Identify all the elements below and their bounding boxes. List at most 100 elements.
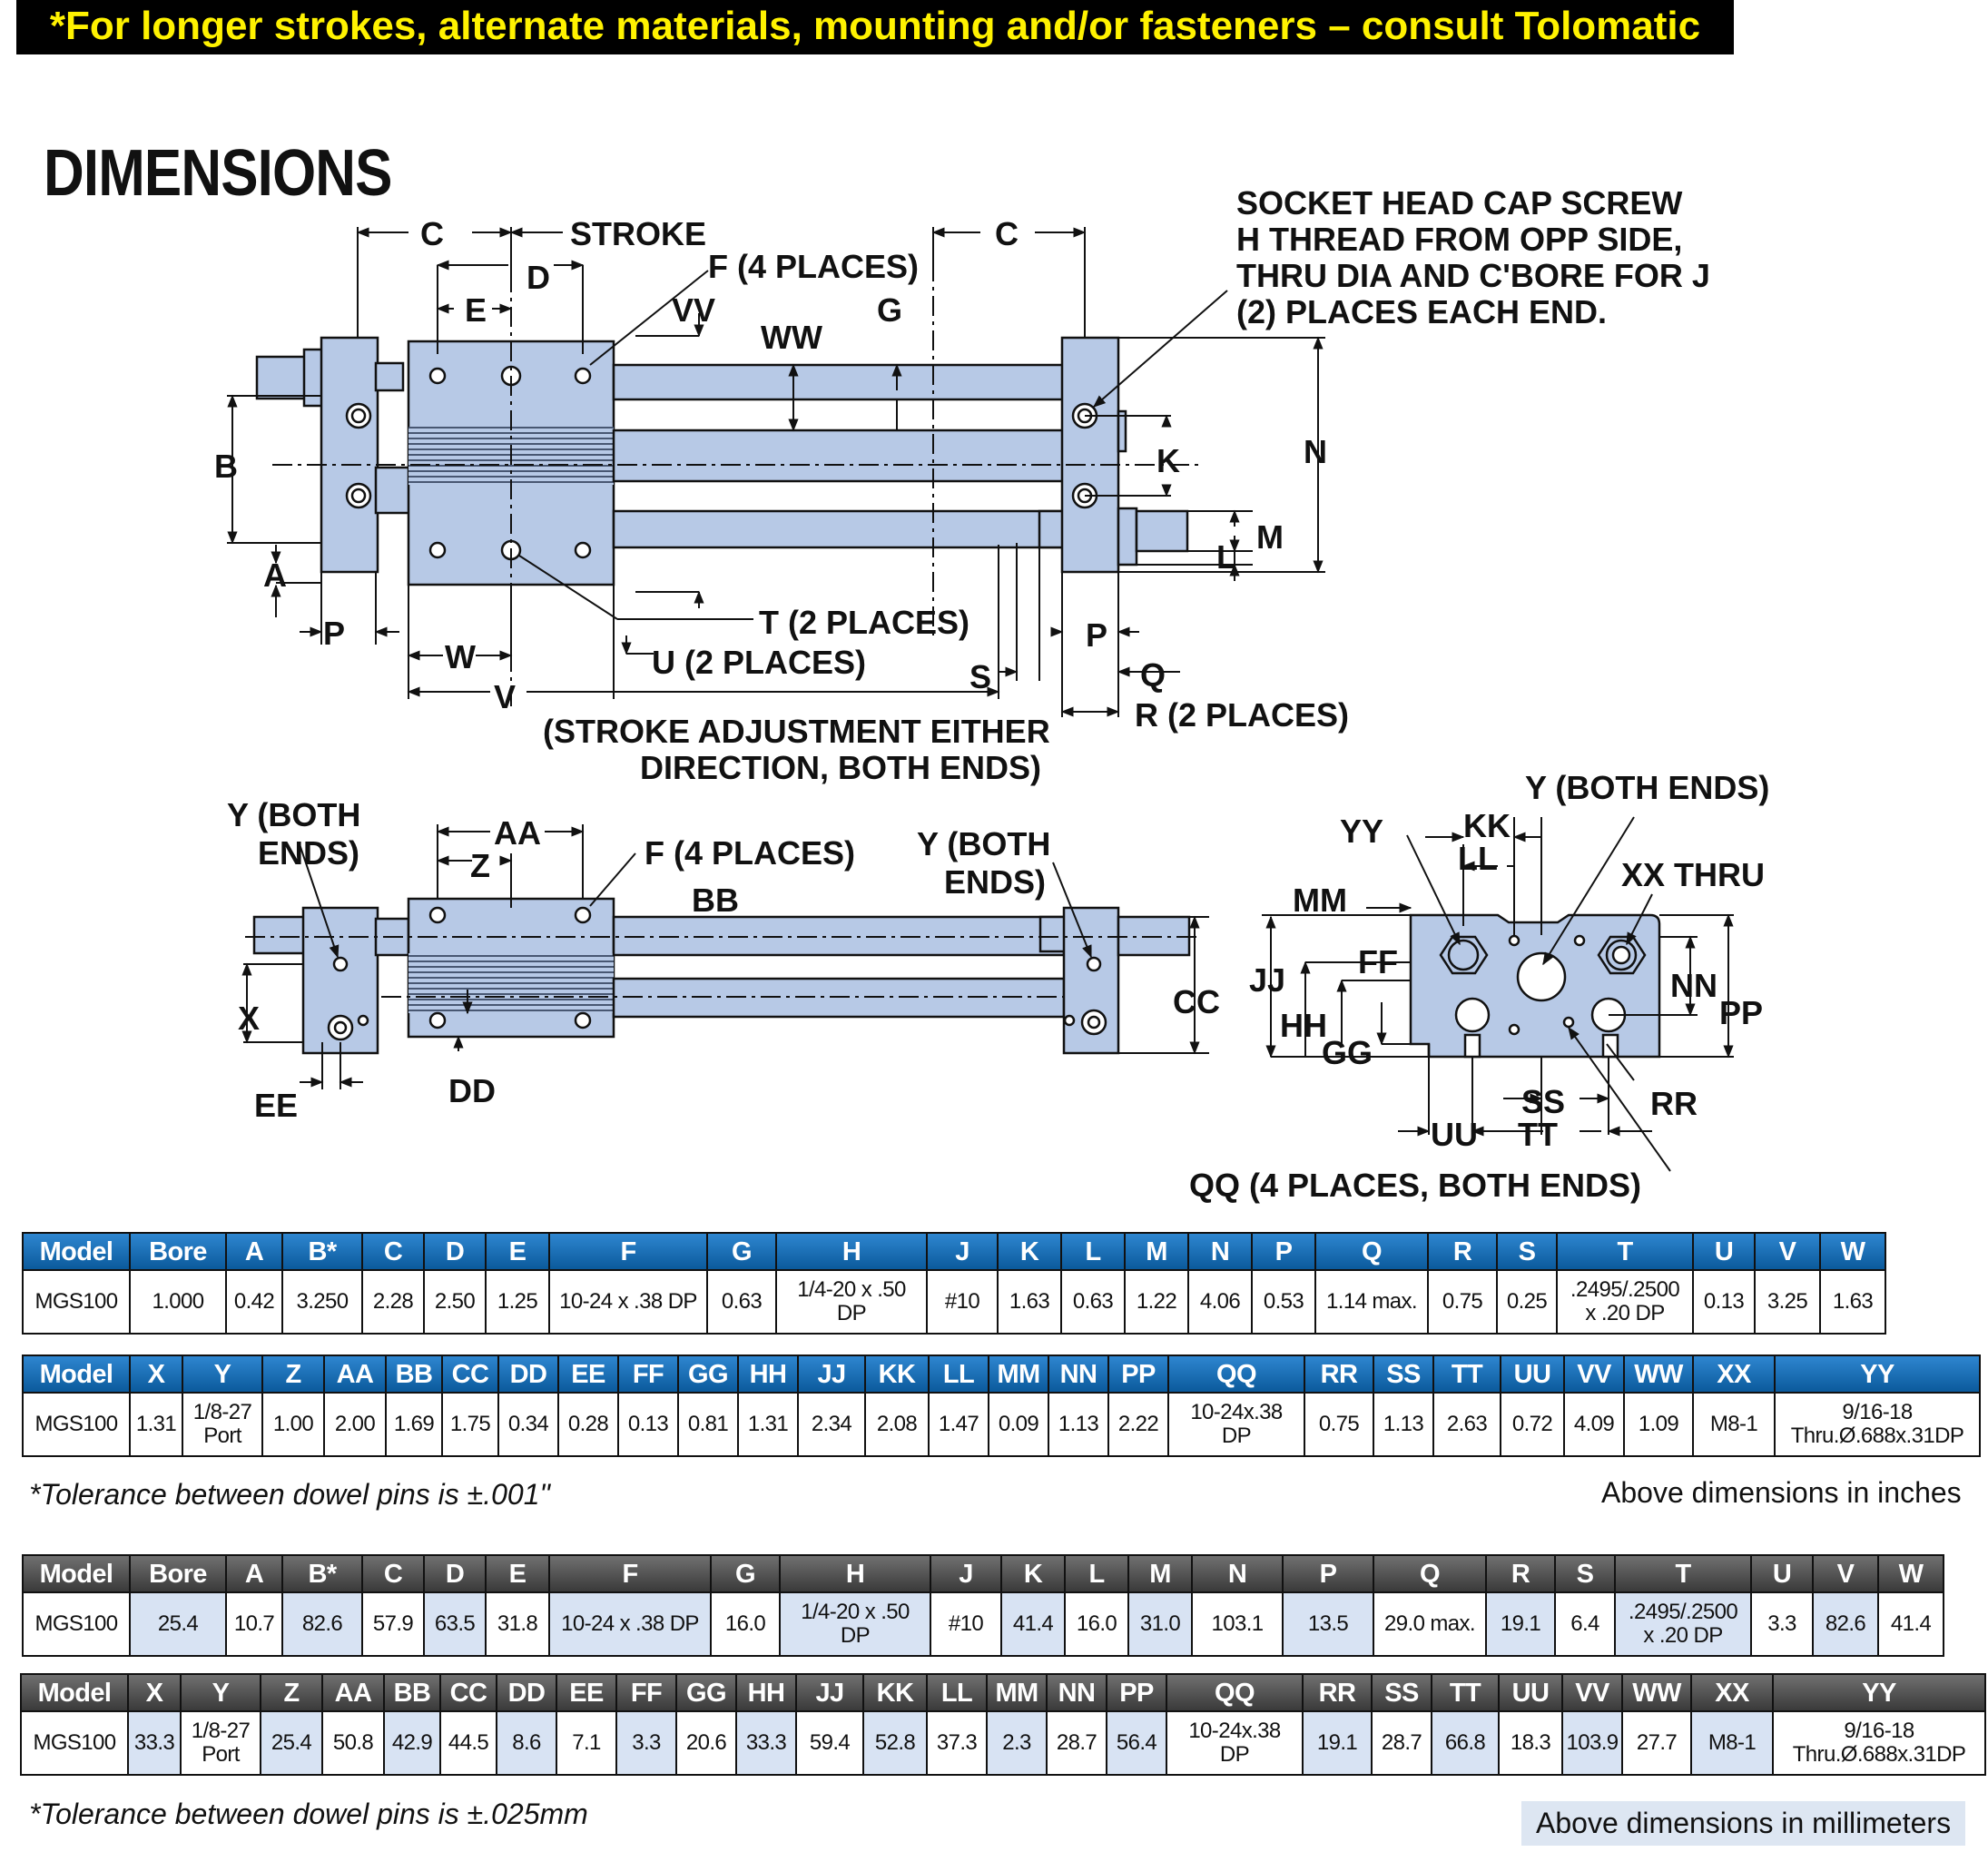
cell-hh: 1.31 xyxy=(737,1392,799,1457)
label-d: D xyxy=(527,259,550,296)
label-kk: KK xyxy=(1463,807,1511,844)
label-cc: CC xyxy=(1173,983,1220,1020)
col-header-z: Z xyxy=(261,1355,325,1394)
label-y-both: Y (BOTH ENDS) xyxy=(1525,769,1769,806)
cell-bb: 1.69 xyxy=(385,1392,443,1457)
label-qq4: QQ (4 PLACES, BOTH ENDS) xyxy=(1189,1167,1641,1204)
cell-yy: 9/16-18 Thru.Ø.688x.31DP xyxy=(1772,1710,1986,1776)
cell-model: MGS100 xyxy=(22,1392,131,1457)
label-c-left: C xyxy=(420,215,444,252)
col-header-ww: WW xyxy=(1623,1355,1694,1394)
cell-m: 1.22 xyxy=(1124,1269,1189,1335)
cell-p: 13.5 xyxy=(1282,1591,1374,1657)
cell-kk: 2.08 xyxy=(864,1392,930,1457)
label-hh: HH xyxy=(1280,1007,1327,1044)
col-header-pp: PP xyxy=(1107,1355,1169,1394)
col-header-qq: QQ xyxy=(1167,1355,1305,1394)
label-t2: T (2 PLACES) xyxy=(759,604,969,641)
cell-gg: 0.81 xyxy=(677,1392,739,1457)
right-rod-end xyxy=(1135,509,1189,553)
col-header-model: Model xyxy=(22,1232,131,1271)
label-ww: WW xyxy=(761,319,822,356)
col-header-hh: HH xyxy=(735,1673,797,1712)
col-header-d: D xyxy=(423,1232,487,1271)
cell-qq: 10-24x.38 DP xyxy=(1166,1710,1304,1776)
col-header-dd: DD xyxy=(496,1673,557,1712)
col-header-ss: SS xyxy=(1373,1355,1434,1394)
col-header-h: H xyxy=(779,1554,931,1593)
rod-middle xyxy=(612,429,1066,483)
label-c-right: C xyxy=(995,215,1019,252)
col-header-j: J xyxy=(930,1554,1002,1593)
col-header-bb: BB xyxy=(383,1673,441,1712)
right-end-block xyxy=(1060,336,1120,574)
cell-bore: 25.4 xyxy=(129,1591,227,1657)
col-header-rr: RR xyxy=(1304,1355,1374,1394)
label-bb: BB xyxy=(692,882,739,919)
col-header-a: A xyxy=(225,1554,283,1593)
col-header-jj: JJ xyxy=(797,1355,866,1394)
cell-h: 1/4-20 x .50 DP xyxy=(775,1269,928,1335)
side-view-dims xyxy=(241,824,1209,1089)
col-header-z: Z xyxy=(260,1673,323,1712)
col-header-w: W xyxy=(1877,1554,1944,1593)
cell-w: 1.63 xyxy=(1819,1269,1886,1335)
cell-model: MGS100 xyxy=(22,1591,131,1657)
col-header-gg: GG xyxy=(675,1673,737,1712)
cell-ee: 0.28 xyxy=(557,1392,619,1457)
label-ss: SS xyxy=(1521,1083,1565,1120)
col-header-p: P xyxy=(1251,1232,1316,1271)
cell-tt: 2.63 xyxy=(1432,1392,1501,1457)
cell-e: 1.25 xyxy=(485,1269,550,1335)
label-xx-thru: XX THRU xyxy=(1621,856,1765,893)
col-header-s: S xyxy=(1554,1554,1616,1593)
col-header-bore: Bore xyxy=(129,1554,227,1593)
col-header-aa: AA xyxy=(323,1355,387,1394)
col-header-gg: GG xyxy=(677,1355,739,1394)
cell-b: 3.250 xyxy=(281,1269,363,1335)
label-m: M xyxy=(1256,518,1284,556)
cell-c: 2.28 xyxy=(361,1269,425,1335)
col-header-ee: EE xyxy=(557,1355,619,1394)
label-adj-2: DIRECTION, BOTH ENDS) xyxy=(640,749,1041,786)
label-z: Z xyxy=(470,847,490,884)
cell-e: 31.8 xyxy=(485,1591,550,1657)
cell-hh: 33.3 xyxy=(735,1710,797,1776)
col-header-xx: XX xyxy=(1690,1673,1774,1712)
side-view-labels: Y (BOTH ENDS) AA Z F (4 PLACES) BB Y (BO… xyxy=(227,796,1220,1124)
col-header-f: F xyxy=(548,1554,712,1593)
col-header-c: C xyxy=(361,1232,425,1271)
col-header-rr: RR xyxy=(1302,1673,1373,1712)
cell-t: .2495/.2500 x .20 DP xyxy=(1614,1591,1752,1657)
label-vv: VV xyxy=(672,291,715,329)
col-header-ss: SS xyxy=(1371,1673,1432,1712)
cell-vv: 103.9 xyxy=(1561,1710,1623,1776)
col-header-bb: BB xyxy=(385,1355,443,1394)
cell-z: 1.00 xyxy=(261,1392,325,1457)
label-adj-1: (STROKE ADJUSTMENT EITHER xyxy=(543,713,1050,750)
end-view-dims xyxy=(1262,816,1734,1172)
label-u2: U (2 PLACES) xyxy=(652,644,866,681)
label-f4-b: F (4 PLACES) xyxy=(645,834,855,872)
col-header-x: X xyxy=(127,1673,182,1712)
cell-j: #10 xyxy=(930,1591,1002,1657)
cell-n: 103.1 xyxy=(1191,1591,1284,1657)
page-title: DIMENSIONS xyxy=(44,137,392,210)
label-y-left-1: Y (BOTH xyxy=(227,796,360,833)
cell-b: 82.6 xyxy=(281,1591,363,1657)
cell-pp: 2.22 xyxy=(1107,1392,1169,1457)
col-header-x: X xyxy=(129,1355,183,1394)
col-header-tt: TT xyxy=(1431,1673,1500,1712)
label-g: G xyxy=(877,291,902,329)
col-header-cc: CC xyxy=(441,1355,499,1394)
col-header-s: S xyxy=(1496,1232,1558,1271)
cell-ff: 3.3 xyxy=(615,1710,677,1776)
cell-yy: 9/16-18 Thru.Ø.688x.31DP xyxy=(1774,1392,1981,1457)
cell-ww: 1.09 xyxy=(1623,1392,1694,1457)
col-header-ee: EE xyxy=(556,1673,617,1712)
col-header-y: Y xyxy=(182,1355,263,1394)
col-header-m: M xyxy=(1124,1232,1189,1271)
col-header-u: U xyxy=(1692,1232,1756,1271)
col-header-e: E xyxy=(485,1232,550,1271)
label-a: A xyxy=(263,557,287,594)
